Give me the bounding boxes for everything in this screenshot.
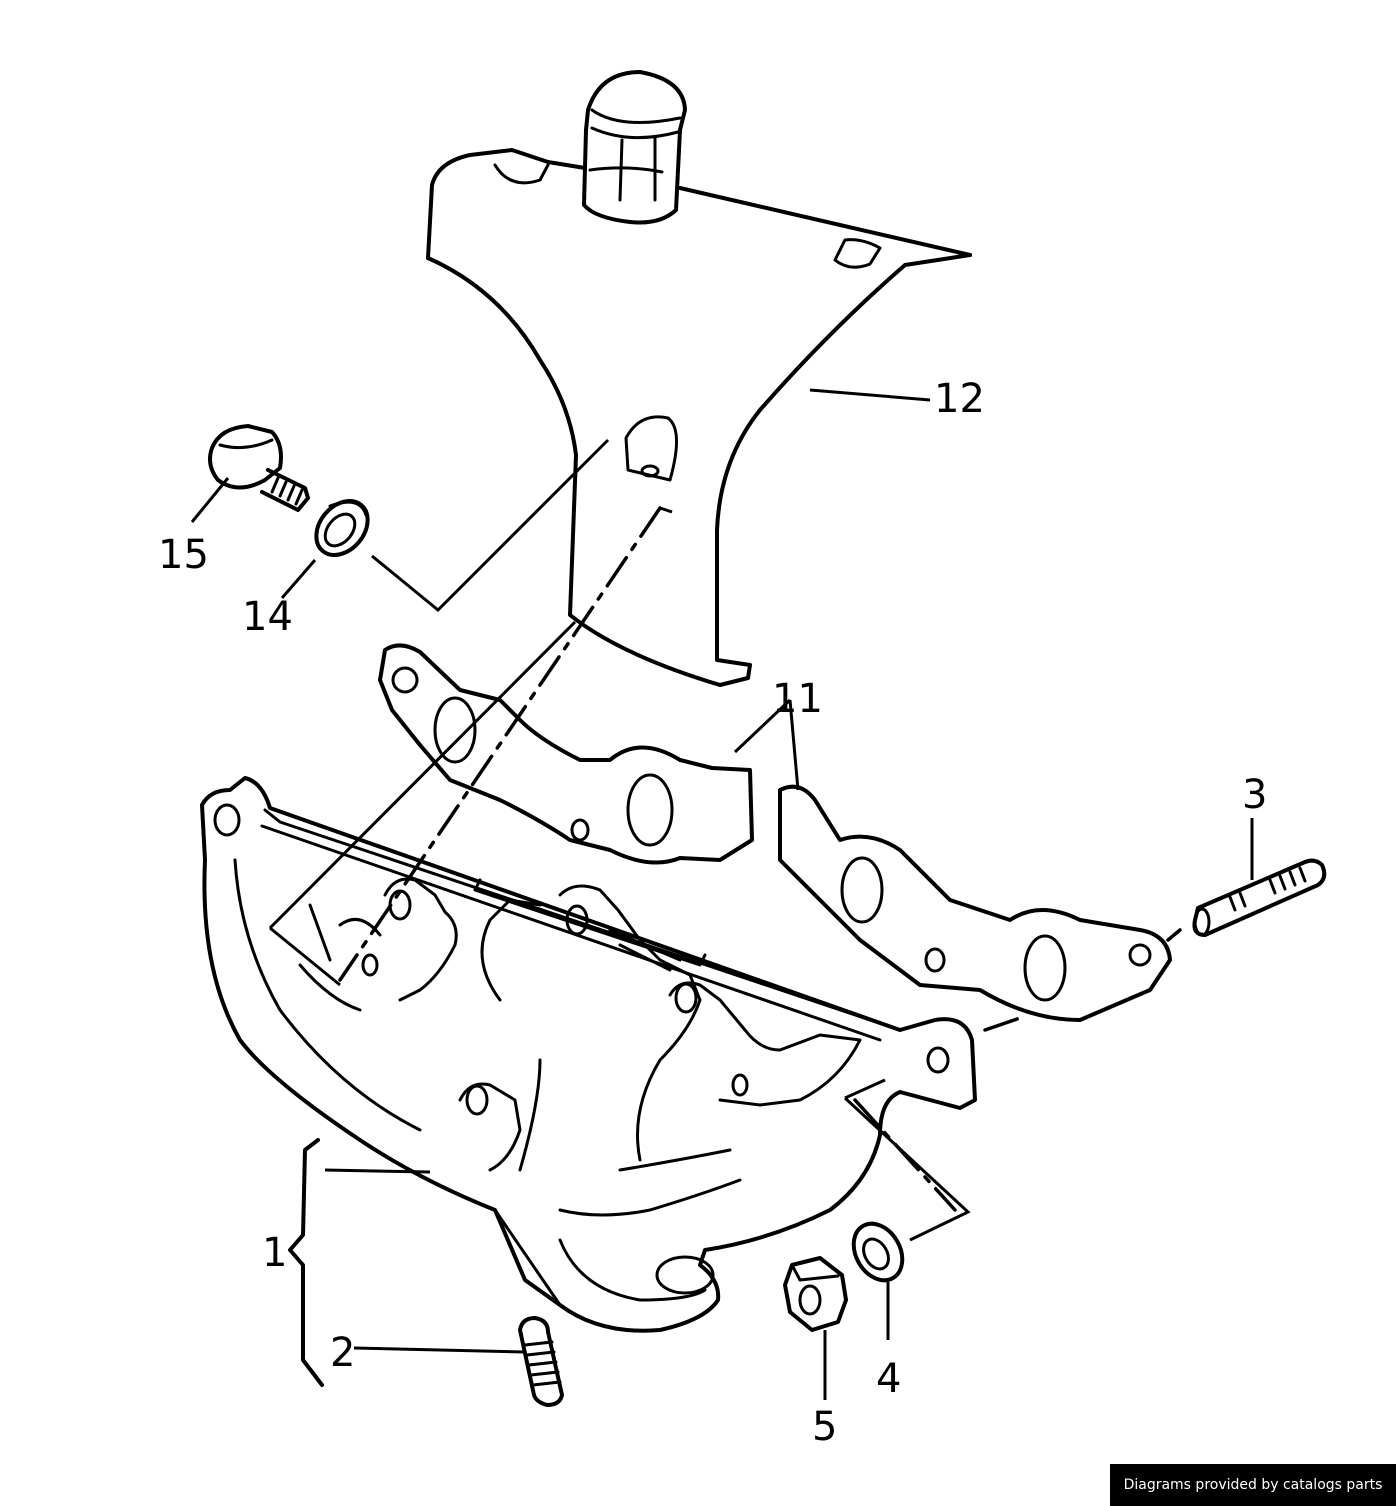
washer-part-4 [851, 1221, 905, 1283]
callout-2: 2 [330, 1330, 355, 1376]
callout-11: 11 [772, 676, 823, 722]
leader-1-line [324, 1168, 431, 1174]
gasket-part-11-right [778, 784, 1172, 1022]
leader-12 [809, 388, 931, 402]
leader-2 [353, 1346, 526, 1354]
assembly-line-stud [983, 928, 1182, 1032]
callout-5: 5 [812, 1404, 837, 1450]
washer-part-14 [314, 499, 370, 557]
leader-15 [190, 477, 230, 523]
leader-14 [280, 559, 317, 599]
bolt-part-15 [208, 424, 310, 512]
heat-shield-part-12 [426, 70, 972, 687]
callout-15: 15 [158, 532, 209, 578]
callout-4: 4 [876, 1356, 901, 1402]
brace-1 [288, 1138, 324, 1387]
credit-badge: Diagrams provided by catalogs parts [1110, 1464, 1396, 1506]
gasket-part-11-left [378, 643, 754, 865]
callout-3: 3 [1242, 772, 1267, 818]
stud-part-2 [518, 1316, 564, 1407]
leader-11 [733, 698, 800, 791]
callout-12: 12 [934, 376, 985, 422]
exhaust-manifold-part-1 [200, 776, 977, 1333]
callout-14: 14 [242, 594, 293, 640]
nut-part-5 [783, 1256, 848, 1332]
callout-1: 1 [262, 1230, 287, 1276]
stud-part-3 [1192, 858, 1327, 937]
bracket-14-line [371, 438, 610, 613]
bracket-lower-line [843, 1078, 971, 1242]
bracket-upper-line [268, 506, 673, 987]
assembly-line-upper [338, 506, 662, 982]
